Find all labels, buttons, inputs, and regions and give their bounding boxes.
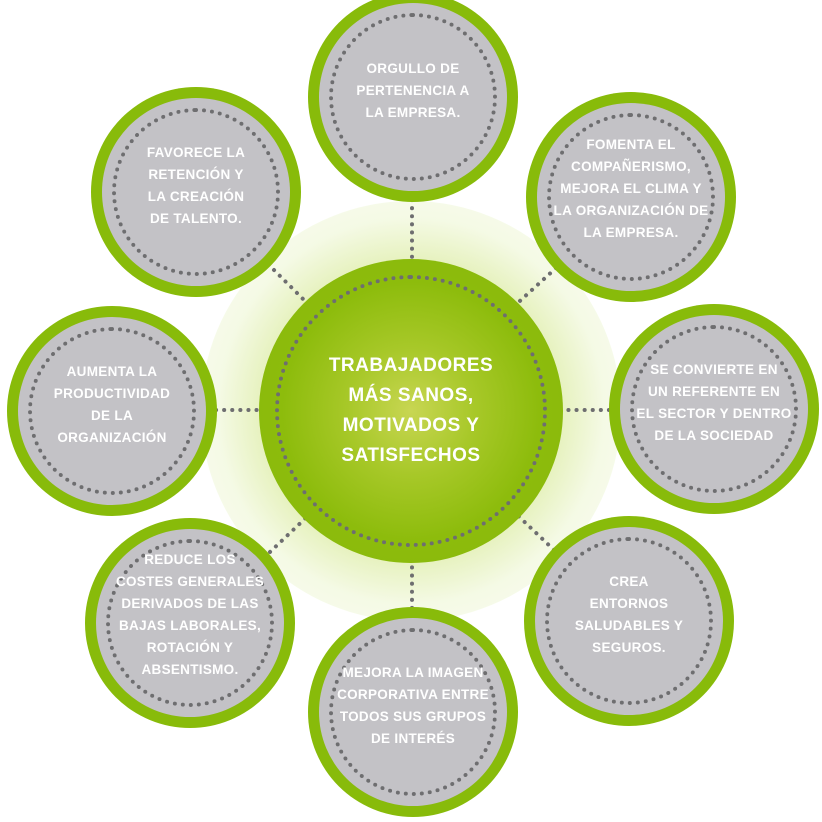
node-inner: MEJORA LA IMAGEN CORPORATIVA ENTRE TODOS… bbox=[319, 618, 507, 806]
node-label: ORGULLO DE PERTENENCIA A LA EMPRESA. bbox=[356, 61, 470, 121]
node-dotted-ring bbox=[547, 113, 715, 281]
connector-top-right bbox=[508, 266, 558, 312]
node-dotted-ring bbox=[630, 325, 798, 493]
node-dotted-ring bbox=[329, 13, 497, 181]
node-dotted-ring bbox=[545, 537, 713, 705]
node-dotted-ring bbox=[112, 108, 280, 276]
node-dotted-ring bbox=[329, 628, 497, 796]
node-top-left: FAVORECE LA RETENCIÓN Y LA CREACIÓN DE T… bbox=[91, 87, 301, 297]
center-circle: TRABAJADORES MÁS SANOS, MOTIVADOS Y SATI… bbox=[259, 259, 563, 563]
node-inner: FOMENTA EL COMPAÑERISMO, MEJORA EL CLIMA… bbox=[537, 103, 725, 291]
node-inner: FAVORECE LA RETENCIÓN Y LA CREACIÓN DE T… bbox=[102, 98, 290, 286]
node-label: AUMENTA LA PRODUCTIVIDAD DE LA ORGANIZAC… bbox=[53, 364, 171, 446]
node-label: CREA ENTORNOS SALUDABLES Y SEGUROS. bbox=[574, 574, 684, 656]
center-label: TRABAJADORES MÁS SANOS, MOTIVADOS Y SATI… bbox=[328, 355, 494, 466]
center-dotted-ring bbox=[275, 275, 547, 547]
node-left: AUMENTA LA PRODUCTIVIDAD DE LA ORGANIZAC… bbox=[7, 306, 217, 516]
node-top-right: FOMENTA EL COMPAÑERISMO, MEJORA EL CLIMA… bbox=[526, 92, 736, 302]
node-inner: SE CONVIERTE EN UN REFERENTE EN EL SECTO… bbox=[620, 315, 808, 503]
node-bottom-right: CREA ENTORNOS SALUDABLES Y SEGUROS. bbox=[524, 516, 734, 726]
node-right: SE CONVIERTE EN UN REFERENTE EN EL SECTO… bbox=[609, 304, 819, 514]
node-label: REDUCE LOS COSTES GENERALES DERIVADOS DE… bbox=[115, 552, 265, 678]
node-bottom: MEJORA LA IMAGEN CORPORATIVA ENTRE TODOS… bbox=[308, 607, 518, 817]
node-dotted-ring bbox=[28, 327, 196, 495]
node-label: FOMENTA EL COMPAÑERISMO, MEJORA EL CLIMA… bbox=[553, 137, 709, 241]
node-inner: CREA ENTORNOS SALUDABLES Y SEGUROS. bbox=[535, 527, 723, 715]
node-label: SE CONVIERTE EN UN REFERENTE EN EL SECTO… bbox=[636, 362, 792, 444]
node-inner: REDUCE LOS COSTES GENERALES DERIVADOS DE… bbox=[96, 529, 284, 717]
node-dotted-ring bbox=[106, 539, 274, 707]
node-inner: AUMENTA LA PRODUCTIVIDAD DE LA ORGANIZAC… bbox=[18, 317, 206, 505]
node-label: FAVORECE LA RETENCIÓN Y LA CREACIÓN DE T… bbox=[146, 145, 246, 227]
node-top: ORGULLO DE PERTENENCIA A LA EMPRESA. bbox=[308, 0, 518, 202]
node-inner: ORGULLO DE PERTENENCIA A LA EMPRESA. bbox=[319, 3, 507, 191]
node-label: MEJORA LA IMAGEN CORPORATIVA ENTRE TODOS… bbox=[337, 665, 489, 747]
node-bottom-left: REDUCE LOS COSTES GENERALES DERIVADOS DE… bbox=[85, 518, 295, 728]
